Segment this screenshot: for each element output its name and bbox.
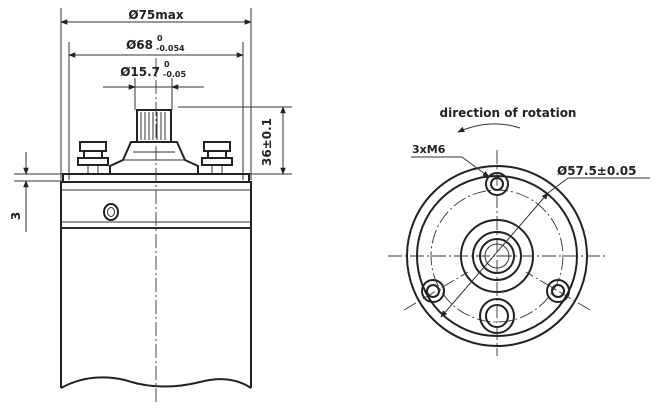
flange-tol-lower: -0.054 <box>156 44 185 53</box>
flange-tol-upper: 0 <box>157 34 163 43</box>
shaft-boss <box>109 141 199 175</box>
shaft-tol-upper: 0 <box>164 60 170 69</box>
flange-diameter-label: Ø68 <box>126 38 153 52</box>
flange-thickness-label: 3 <box>9 212 23 220</box>
side-view: Ø75max Ø68 0 -0.054 Ø15.7 0 -0.05 36±0.1… <box>9 8 292 404</box>
rotation-label: direction of rotation <box>440 106 577 120</box>
bolt-right <box>201 141 233 174</box>
end-view: direction of rotation <box>388 106 650 356</box>
thread-leader-arrow <box>461 156 490 178</box>
shaft-diameter-label: Ø15.7 <box>120 65 160 79</box>
mounting-hole-right <box>546 279 570 303</box>
shaft-length-label: 36±0.1 <box>260 118 274 166</box>
rotation-arrow <box>457 123 521 133</box>
motor-body <box>60 228 252 388</box>
leader-line <box>547 177 569 194</box>
spline-teeth <box>140 112 166 140</box>
bolt-circle-dimension-line <box>440 192 549 318</box>
break-line <box>60 376 252 389</box>
bolt-circle-label: Ø57.5±0.05 <box>557 164 636 178</box>
shaft-tol-lower: -0.05 <box>163 70 186 79</box>
overall-diameter-label: Ø75max <box>128 8 184 22</box>
bolt-left <box>77 141 109 174</box>
shaft-spline <box>136 109 172 143</box>
cap-screw <box>103 203 119 221</box>
thread-spec-label: 3xM6 <box>412 143 446 156</box>
